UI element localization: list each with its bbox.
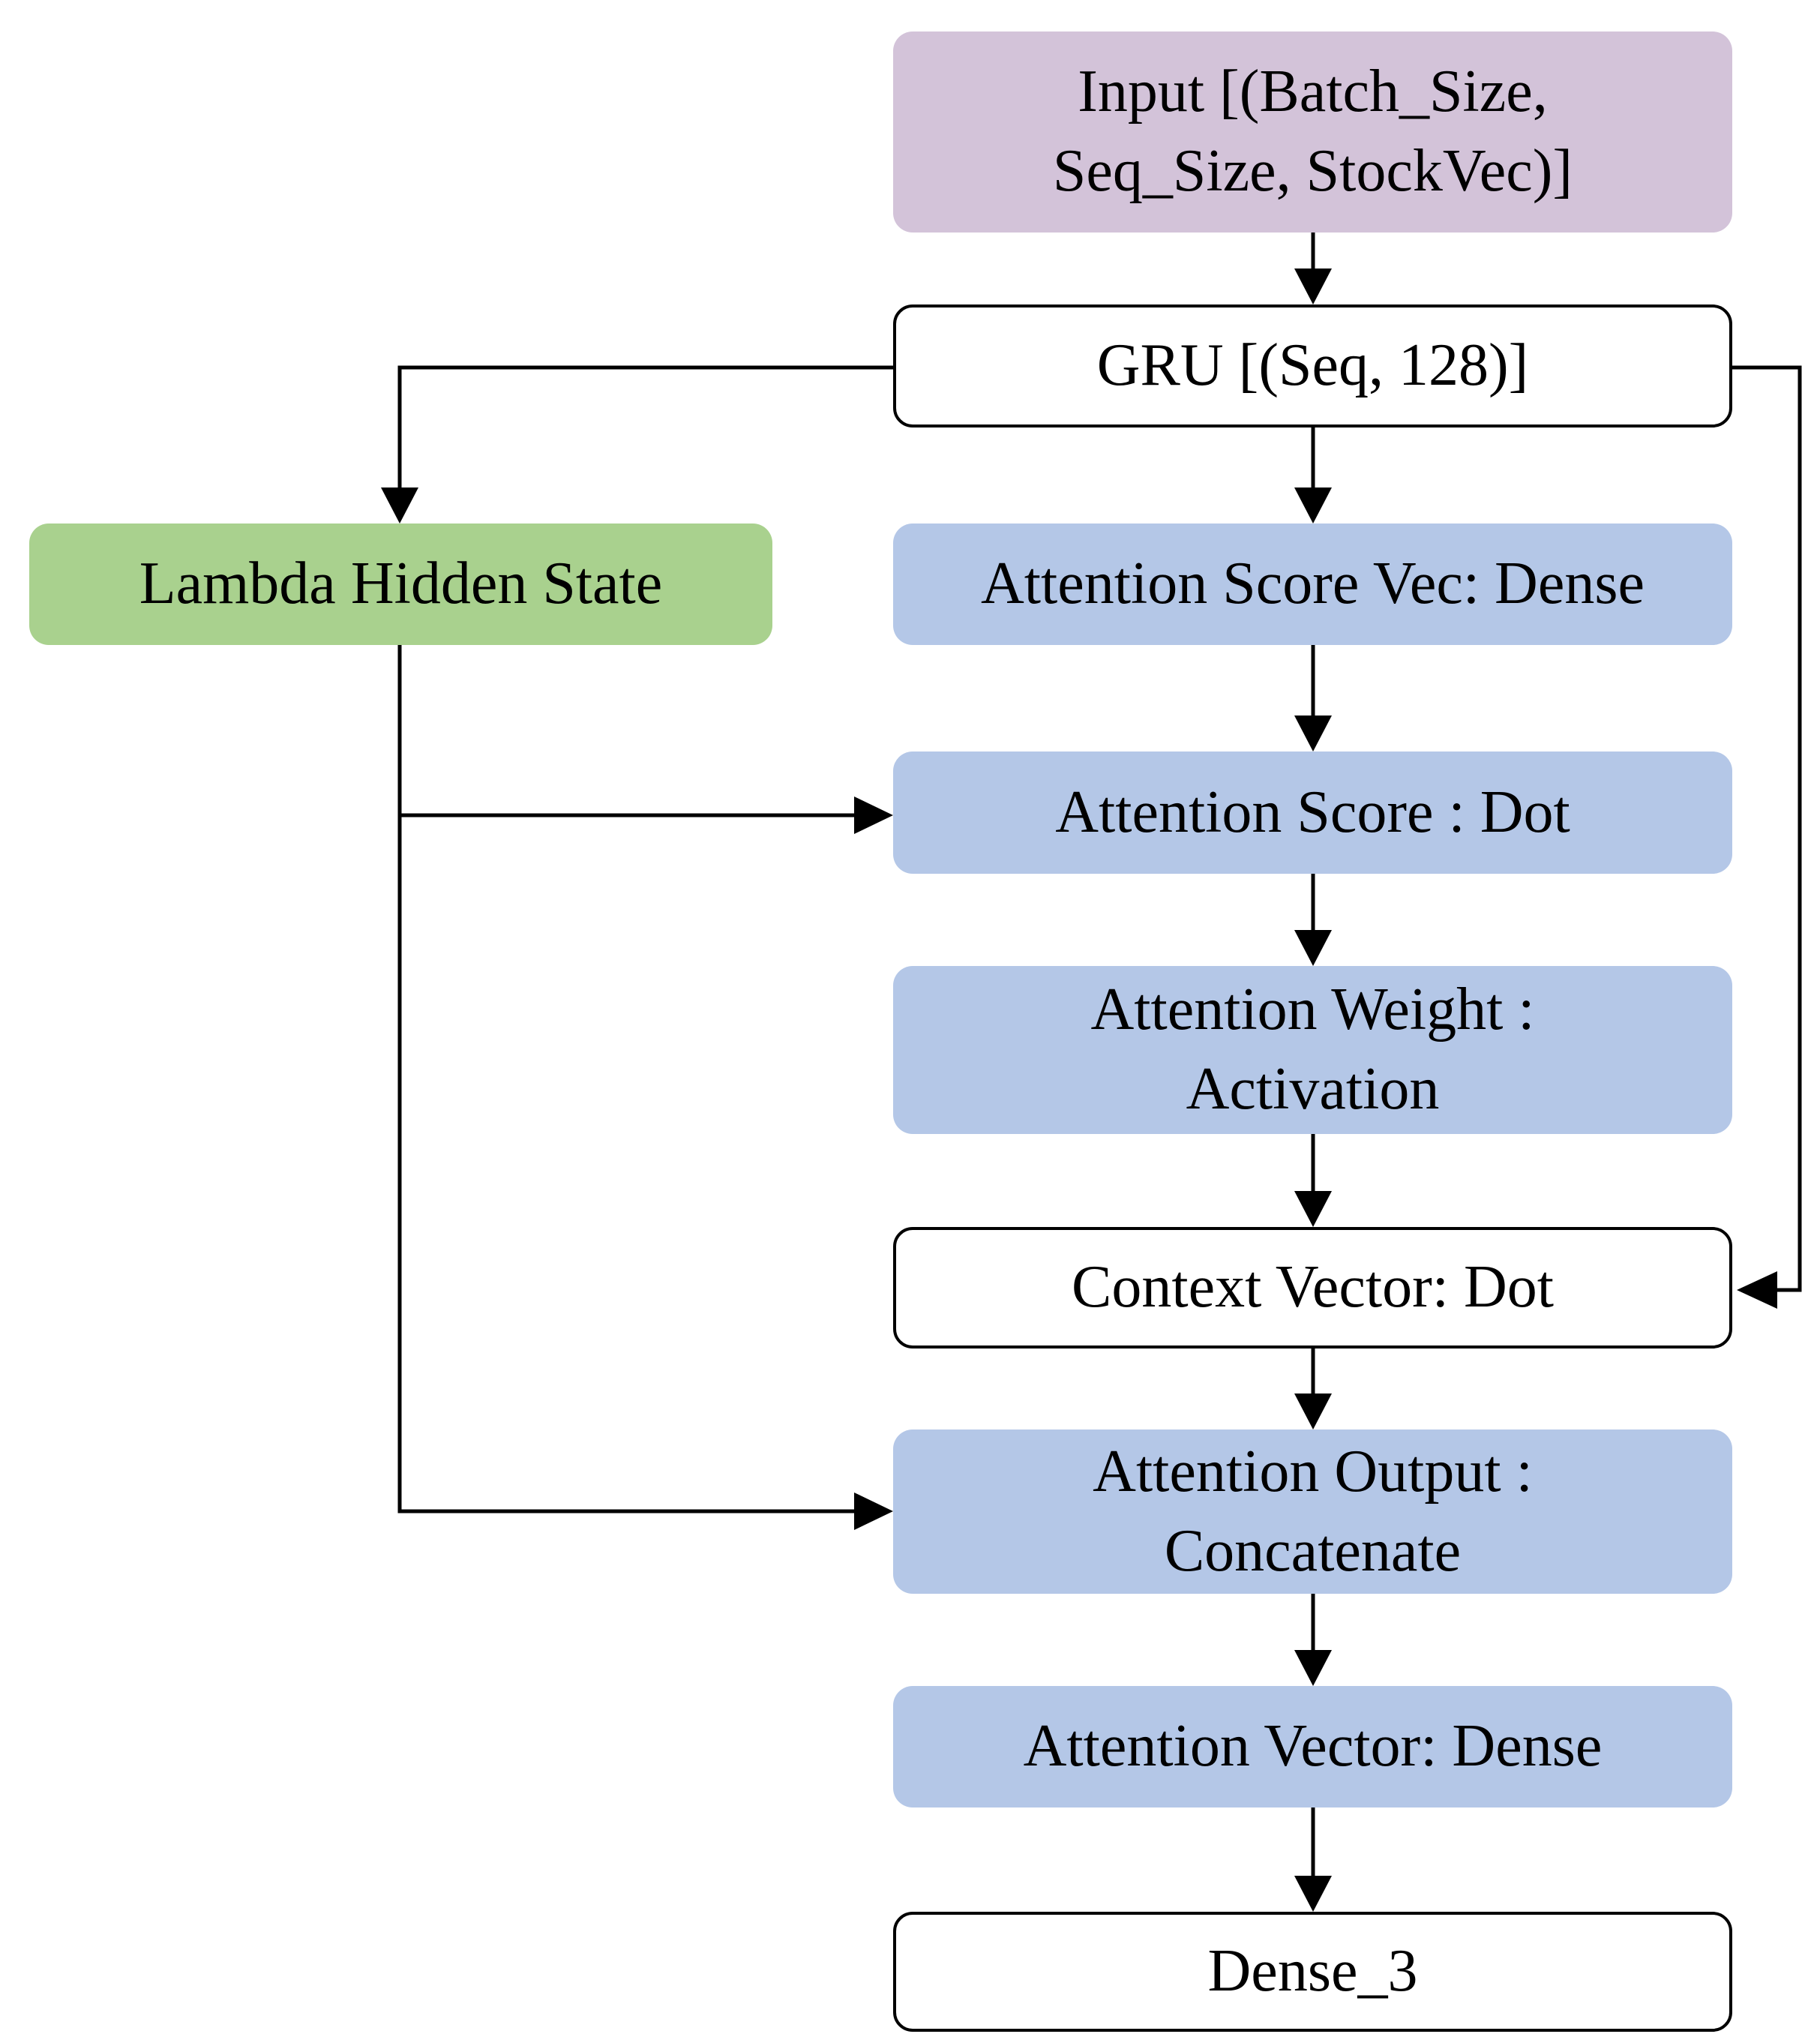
attention-vector-label: Attention Vector: Dense [1023,1713,1603,1780]
arrowhead-attention-score-from-vec [1294,716,1332,752]
arrowhead-lambda-hidden-state [381,488,418,524]
lambda-hidden-state-node: Lambda Hidden State [29,524,772,645]
gru-node: GRU [(Seq, 128)] [893,304,1732,428]
attention-vector-node: Attention Vector: Dense [893,1686,1732,1808]
attention-weight-label: Attention Weight : Activation [1090,976,1535,1122]
edge-gru-to-lambda-hidden-state [397,365,893,490]
input-node: Input [(Batch_Size, Seq_Size, StockVec)] [893,32,1732,232]
context-vector-node: Context Vector: Dot [893,1227,1732,1348]
arrowhead-attention-score-from-lambda [854,796,893,834]
attention-score-vec-node: Attention Score Vec: Dense [893,524,1732,645]
attention-score-vec-label: Attention Score Vec: Dense [981,550,1645,617]
input-node-label: Input [(Batch_Size, Seq_Size, StockVec)] [1052,58,1573,204]
arrowhead-gru [1294,268,1332,304]
dense-3-node: Dense_3 [893,1912,1732,2032]
lambda-hidden-state-label: Lambda Hidden State [139,550,663,617]
attention-score-node: Attention Score : Dot [893,752,1732,874]
edge-lambda-to-attention-output [397,815,857,1514]
arrowhead-attention-score-vec [1294,488,1332,524]
arrowhead-context-vector [1294,1191,1332,1227]
arrowhead-attention-vector [1294,1650,1332,1686]
dense-3-label: Dense_3 [1207,1938,1418,2005]
arrowhead-context-vector-from-gru [1737,1271,1777,1309]
arrowhead-attention-output-from-lambda [854,1492,893,1530]
context-vector-label: Context Vector: Dot [1072,1254,1554,1321]
arrowhead-dense-3 [1294,1876,1332,1912]
attention-weight-node: Attention Weight : Activation [893,966,1732,1134]
arrowhead-attention-output [1294,1394,1332,1430]
arrowhead-attention-weight [1294,930,1332,966]
attention-score-label: Attention Score : Dot [1055,778,1570,845]
attention-output-label: Attention Output : Concatenate [1093,1438,1533,1584]
edge-lambda-to-attention-score [397,645,857,818]
gru-node-label: GRU [(Seq, 128)] [1096,332,1529,399]
edge-gru-to-context-vector [1732,365,1802,1292]
attention-output-node: Attention Output : Concatenate [893,1430,1732,1594]
